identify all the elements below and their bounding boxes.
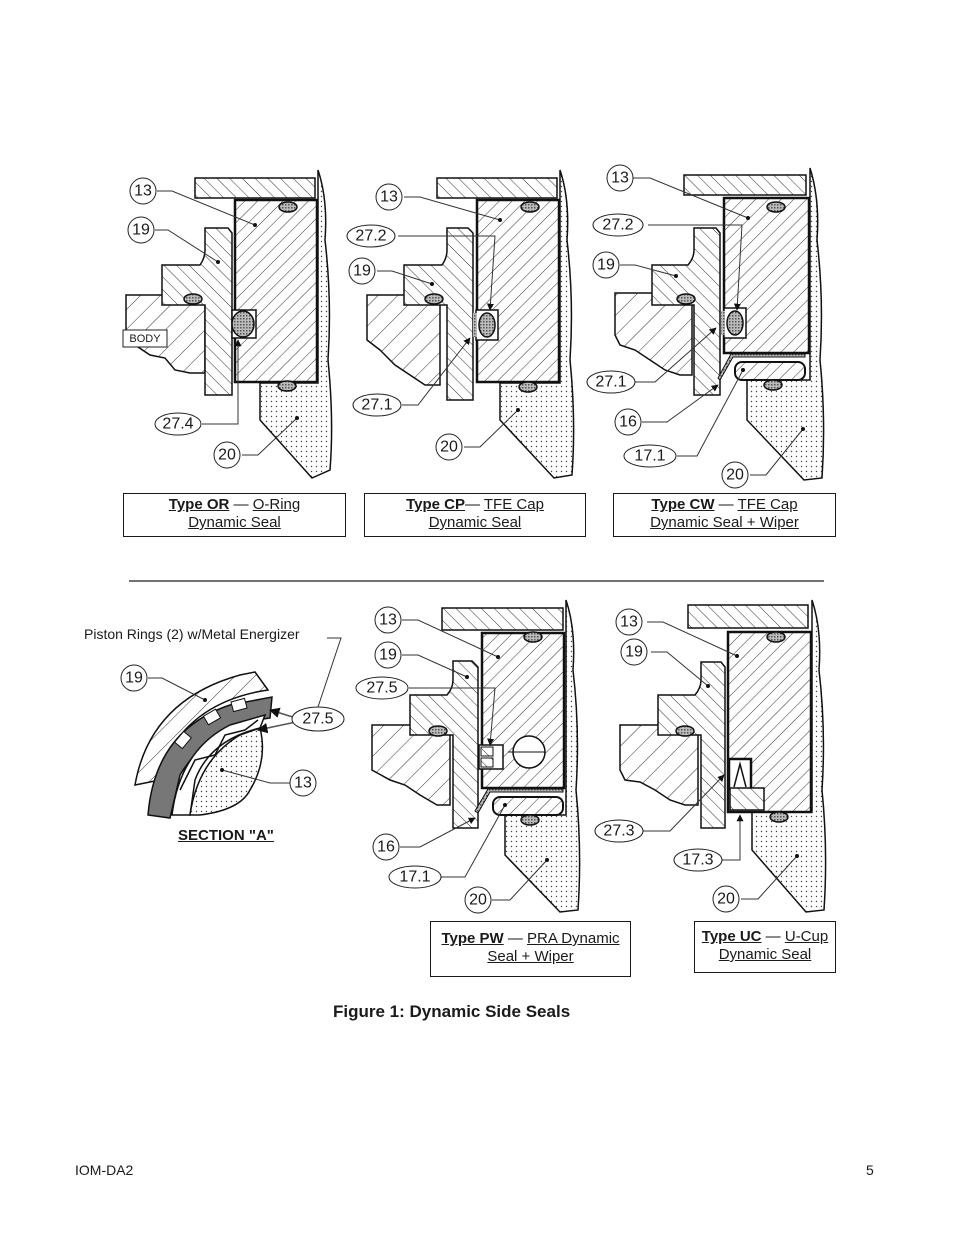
caption-desc-2: Seal + Wiper xyxy=(487,948,574,965)
callout-17-1: 17.1 xyxy=(399,869,430,886)
callout-20: 20 xyxy=(726,467,744,484)
callout-17-3: 17.3 xyxy=(682,852,713,869)
callout-19: 19 xyxy=(379,647,397,664)
diagram-type-cp xyxy=(366,169,575,479)
callout-19: 19 xyxy=(353,263,371,280)
callout-13: 13 xyxy=(611,170,629,187)
caption-desc-2: Dynamic Seal xyxy=(718,946,812,963)
diagram-section-a xyxy=(134,637,342,819)
caption-desc-1: O-Ring xyxy=(252,496,301,513)
caption-dash: — xyxy=(714,496,738,513)
caption-desc-1: PRA Dynamic xyxy=(527,930,620,947)
caption-desc-2: Dynamic Seal xyxy=(188,514,281,531)
callout-27-3: 27.3 xyxy=(603,823,634,840)
caption-dash: — xyxy=(503,930,528,947)
body-label: BODY xyxy=(129,333,161,345)
caption-type: Type CP xyxy=(406,496,465,513)
callout-27-5: 27.5 xyxy=(302,711,333,728)
callout-bubbles xyxy=(120,164,749,914)
diagram-type-or xyxy=(125,169,333,479)
callout-27-1: 27.1 xyxy=(361,397,392,414)
caption-type: Type CW xyxy=(651,496,715,513)
caption-desc-2: Dynamic Seal + Wiper xyxy=(650,514,799,531)
callout-20: 20 xyxy=(440,439,458,456)
caption-type: Type UC xyxy=(701,928,762,945)
caption-dash: — xyxy=(464,496,484,513)
callout-13: 13 xyxy=(294,775,312,792)
piston-rings-note: Piston Rings (2) w/Metal Energizer xyxy=(84,626,300,642)
caption-desc-1: TFE Cap xyxy=(737,496,798,513)
footer-page-number: 5 xyxy=(866,1162,874,1178)
callout-20: 20 xyxy=(717,891,735,908)
callout-27-4: 27.4 xyxy=(162,416,193,433)
callout-19: 19 xyxy=(625,644,643,661)
caption-type-uc: Type UC — U-Cup Dynamic Seal xyxy=(694,921,836,973)
caption-desc-1: TFE Cap xyxy=(483,496,544,513)
section-a-heading: SECTION "A" xyxy=(178,827,274,844)
callout-27-2: 27.2 xyxy=(602,217,633,234)
diagram-type-pw xyxy=(371,599,581,913)
caption-desc-1: U-Cup xyxy=(784,928,829,945)
caption-dash: — xyxy=(229,496,253,513)
callout-19: 19 xyxy=(132,222,150,239)
callout-27-1: 27.1 xyxy=(595,374,626,391)
callout-13: 13 xyxy=(134,183,152,200)
caption-type-pw: Type PW — PRA Dynamic Seal + Wiper xyxy=(430,921,631,977)
footer-doc-id: IOM-DA2 xyxy=(75,1162,134,1178)
caption-dash: — xyxy=(761,928,785,945)
callout-13: 13 xyxy=(379,612,397,629)
callout-16: 16 xyxy=(619,414,637,431)
caption-type: Type OR xyxy=(168,496,230,513)
caption-desc-2: Dynamic Seal xyxy=(428,514,522,531)
caption-type: Type PW xyxy=(441,930,504,947)
diagram-type-uc xyxy=(619,599,827,913)
diagram-type-cw xyxy=(614,167,825,481)
callout-13: 13 xyxy=(380,189,398,206)
caption-type-cw: Type CW — TFE Cap Dynamic Seal + Wiper xyxy=(613,493,836,537)
caption-type-cp: Type CP— TFE Cap Dynamic Seal xyxy=(364,493,586,537)
callout-27-5: 27.5 xyxy=(366,680,397,697)
callout-19: 19 xyxy=(125,670,143,687)
callout-27-2: 27.2 xyxy=(355,228,386,245)
figure-title: Figure 1: Dynamic Side Seals xyxy=(333,1002,571,1021)
callout-20: 20 xyxy=(469,892,487,909)
caption-type-or: Type OR — O-Ring Dynamic Seal xyxy=(123,493,346,537)
callout-17-1: 17.1 xyxy=(634,448,665,465)
callout-19: 19 xyxy=(597,257,615,274)
callout-13: 13 xyxy=(620,614,638,631)
callout-16: 16 xyxy=(377,839,395,856)
callout-20: 20 xyxy=(218,447,236,464)
